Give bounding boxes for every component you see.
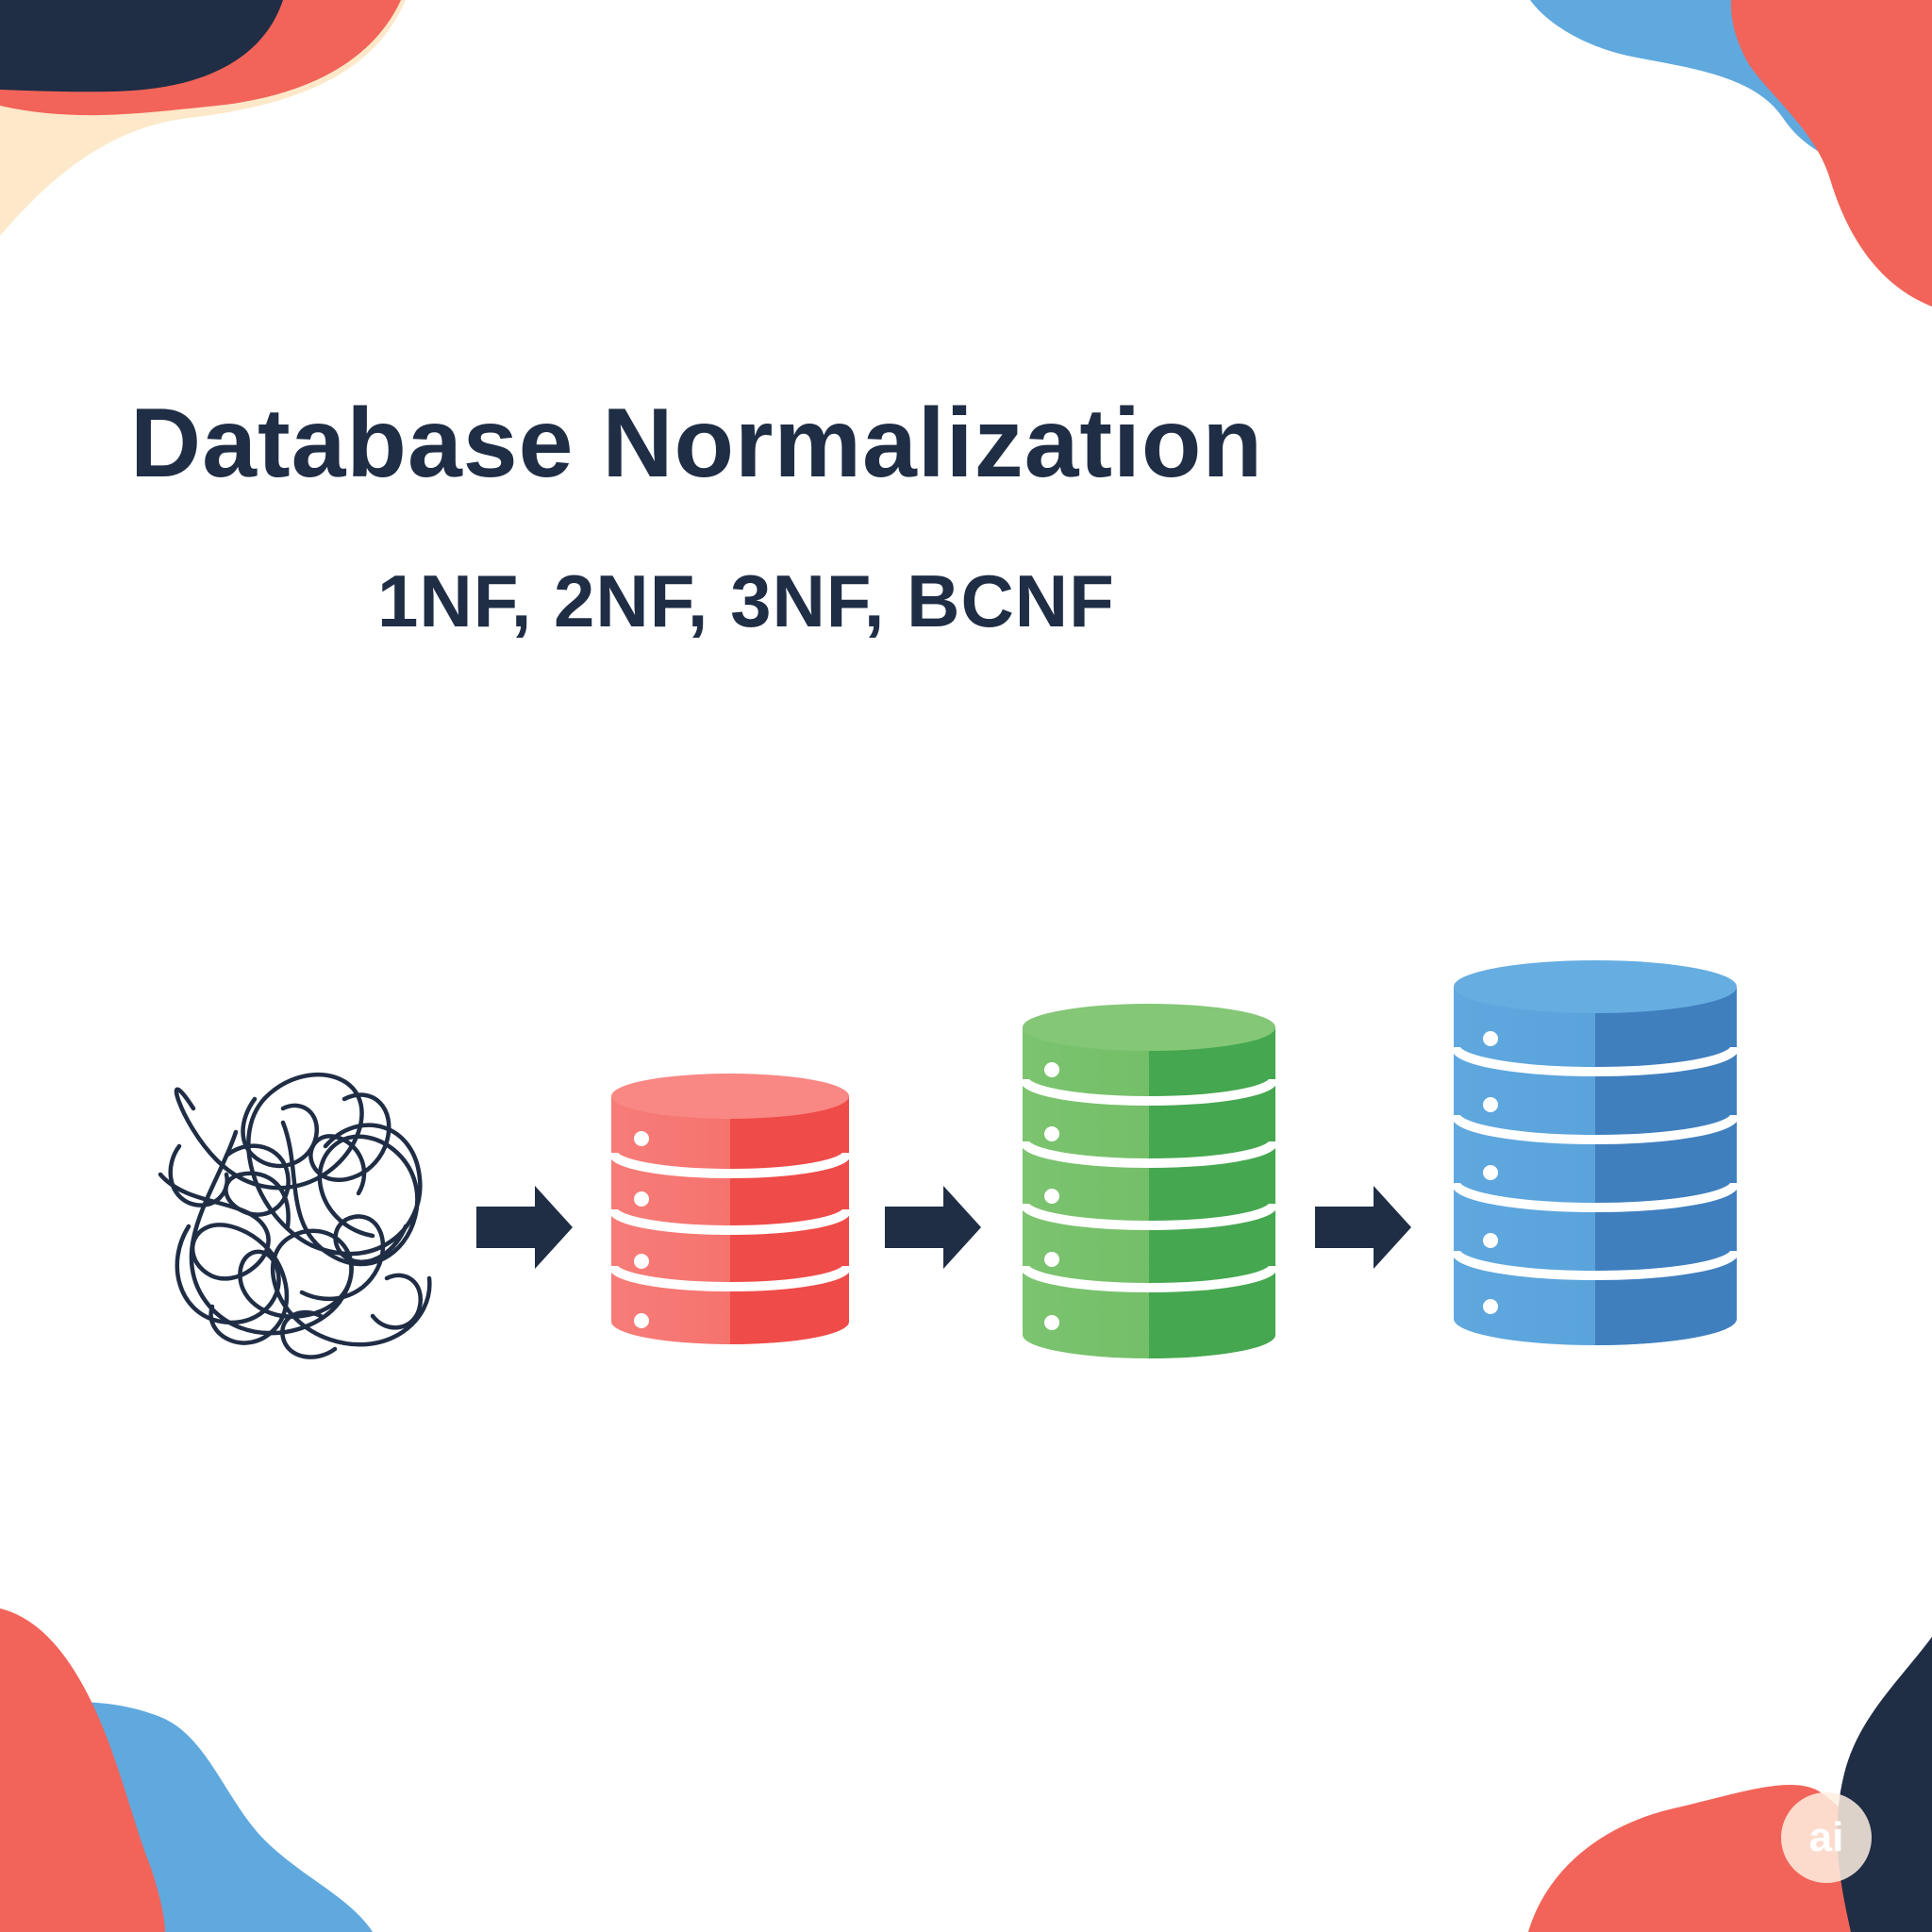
top-left-blob	[0, 0, 406, 236]
page-title: Database Normalization	[130, 389, 1263, 498]
database-icon-blue	[1451, 960, 1740, 1345]
page-subtitle: 1NF, 2NF, 3NF, BCNF	[377, 559, 1115, 642]
right-arrow-icon	[885, 1186, 981, 1269]
right-arrow-icon	[1315, 1186, 1411, 1269]
top-right-blob	[1530, 0, 1932, 307]
database-icon-green	[1020, 1004, 1278, 1358]
tangle-icon	[158, 1073, 432, 1359]
right-arrow-icon	[476, 1186, 573, 1269]
watermark-badge: ai	[1781, 1792, 1872, 1883]
database-icon-red	[608, 1074, 852, 1344]
bottom-left-blob	[0, 1608, 373, 1932]
